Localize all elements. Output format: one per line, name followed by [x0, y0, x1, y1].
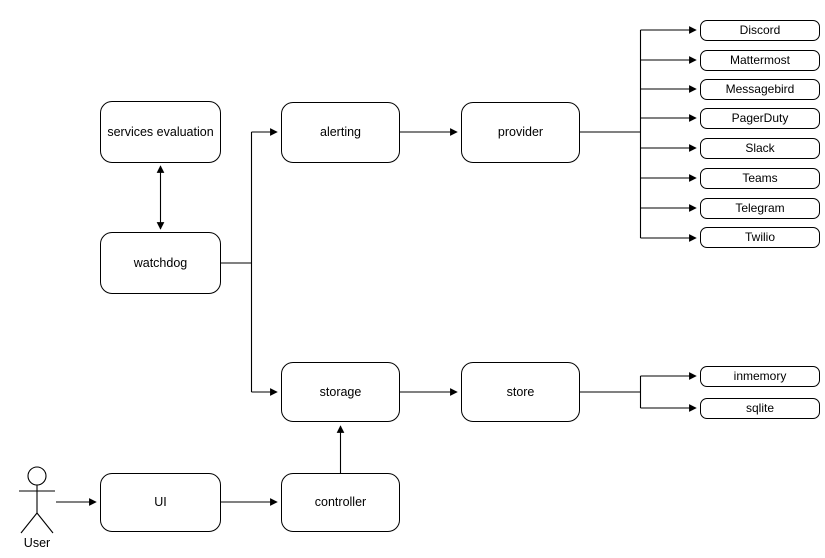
node-messagebird[interactable]: Messagebird — [700, 79, 820, 100]
node-slack[interactable]: Slack — [700, 138, 820, 159]
node-provider[interactable]: provider — [461, 102, 580, 163]
node-label-alerting: alerting — [320, 125, 361, 139]
node-telegram[interactable]: Telegram — [700, 198, 820, 219]
node-sqlite[interactable]: sqlite — [700, 398, 820, 419]
node-label-telegram: Telegram — [735, 201, 785, 216]
node-twilio[interactable]: Twilio — [700, 227, 820, 248]
user-actor-label: User — [23, 536, 51, 550]
node-label-ui: UI — [154, 495, 167, 509]
node-label-messagebird: Messagebird — [725, 82, 795, 97]
node-inmemory[interactable]: inmemory — [700, 366, 820, 387]
node-label-twilio: Twilio — [744, 230, 775, 245]
node-label-provider: provider — [497, 125, 544, 139]
node-pagerduty[interactable]: PagerDuty — [700, 108, 820, 129]
node-label-controller: controller — [314, 495, 367, 509]
node-label-sqlite: sqlite — [745, 401, 774, 416]
node-mattermost[interactable]: Mattermost — [700, 50, 820, 71]
node-label-teams: Teams — [742, 171, 778, 186]
node-label-pagerduty: PagerDuty — [731, 111, 789, 126]
node-label-slack: Slack — [745, 141, 775, 156]
node-store[interactable]: store — [461, 362, 580, 422]
node-label-watchdog: watchdog — [133, 255, 188, 270]
node-label-mattermost: Mattermost — [729, 53, 790, 68]
node-controller[interactable]: controller — [281, 473, 400, 532]
node-watchdog[interactable]: watchdog — [100, 232, 221, 294]
node-label-inmemory: inmemory — [733, 369, 787, 384]
node-services-evaluation[interactable]: services evaluation — [100, 101, 221, 163]
node-teams[interactable]: Teams — [700, 168, 820, 189]
node-discord[interactable]: Discord — [700, 20, 820, 41]
node-alerting[interactable]: alerting — [281, 102, 400, 163]
node-label-services-evaluation: services evaluation — [107, 124, 214, 139]
node-ui[interactable]: UI — [100, 473, 221, 532]
node-label-store: store — [506, 384, 535, 399]
node-storage[interactable]: storage — [281, 362, 400, 422]
node-label-discord: Discord — [739, 23, 781, 38]
node-label-storage: storage — [319, 384, 362, 399]
user-actor-figure — [19, 466, 55, 534]
